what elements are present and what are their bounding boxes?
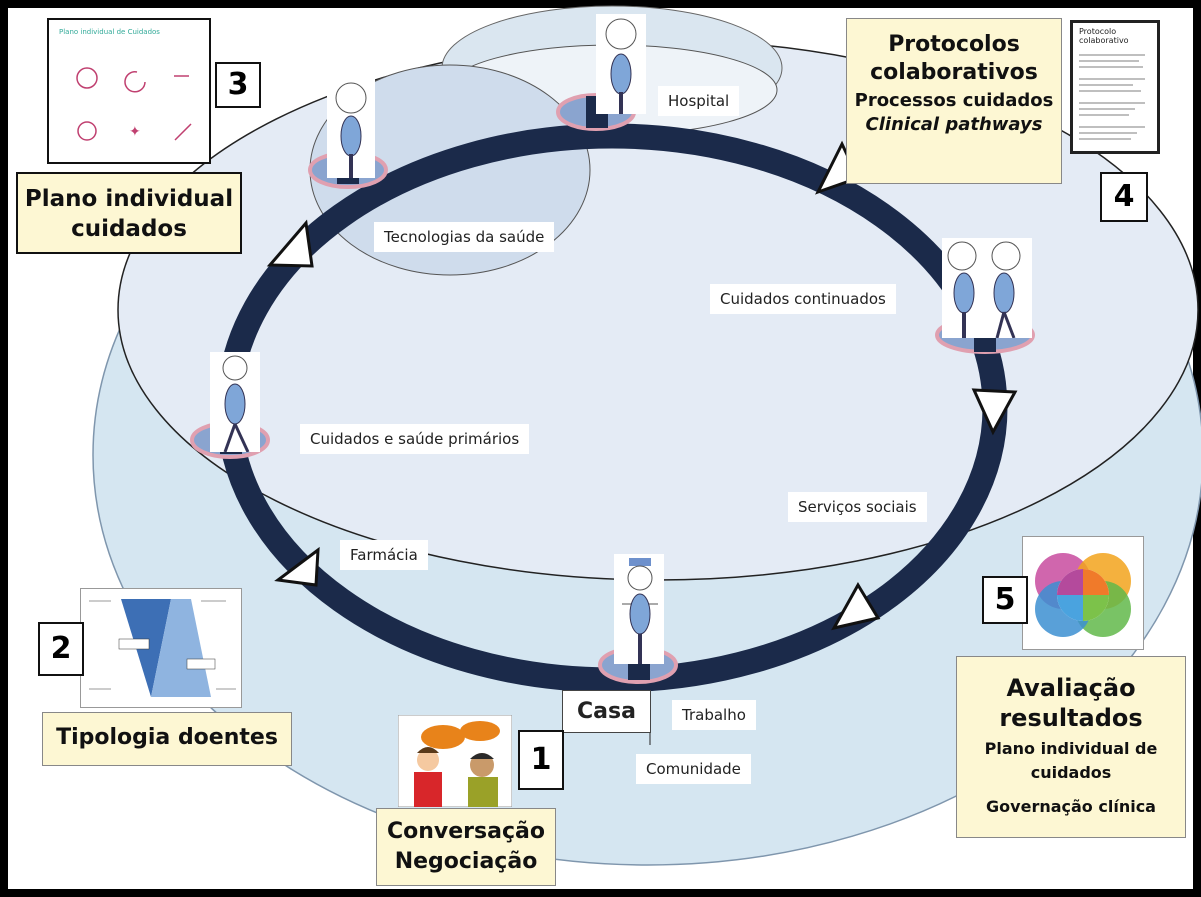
number-box-1: 1: [518, 730, 564, 790]
protocolos-title: Protocolos colaborativos: [870, 32, 1038, 85]
plano-box: Plano individual cuidados: [16, 172, 242, 254]
plano-thumbnail-icons: ✦: [76, 67, 192, 141]
station-label-sociais: Serviços sociais: [788, 492, 927, 522]
figure-tecnologias: [327, 78, 375, 178]
station-label-trabalho: Trabalho: [672, 700, 756, 730]
wheel-thumbnail: [1022, 536, 1144, 650]
protocolos-subtitle: Processos cuidados: [854, 90, 1054, 111]
arrow-triangle: [266, 219, 314, 268]
protocolo-thumbnail-lines: [1079, 54, 1145, 140]
figure-continuados: [942, 238, 1032, 338]
number-box-5: 5: [982, 576, 1028, 624]
tipologia-thumbnail-graphic: [89, 599, 236, 697]
figure-hospital: [596, 14, 646, 114]
wheel-graphic: [1035, 553, 1131, 637]
station-label-comunidade: Comunidade: [636, 754, 751, 784]
station-label-primarios: Cuidados e saúde primários: [300, 424, 530, 454]
protocolo-thumbnail: Protocolo colaborativo: [1070, 20, 1160, 154]
arrow-triangle: [274, 546, 320, 587]
avaliacao-subtitle: Plano individual de cuidados: [984, 739, 1158, 782]
plano-thumbnail: Plano individual de Cuidados ✦: [47, 18, 211, 164]
protocolo-thumbnail-title: Protocolo colaborativo: [1079, 27, 1129, 45]
figure-primarios: [210, 352, 260, 452]
number-box-3: 3: [215, 62, 261, 108]
station-label-casa: Casa: [562, 690, 651, 733]
plano-thumbnail-title: Plano individual de Cuidados: [59, 28, 160, 36]
station-label-continuados: Cuidados continuados: [710, 284, 896, 314]
arrow-triangle: [971, 388, 1018, 436]
protocolos-box: Protocolos colaborativos Processos cuida…: [846, 18, 1062, 184]
figure-casa: [614, 554, 664, 664]
svg-text:✦: ✦: [129, 124, 141, 140]
station-label-hospital: Hospital: [658, 86, 740, 116]
avaliacao-title: Avaliação resultados: [999, 674, 1143, 732]
number-box-2: 2: [38, 622, 84, 676]
station-label-farmacia: Farmácia: [340, 540, 428, 570]
avaliacao-governacao: Governação clínica: [986, 797, 1156, 816]
tipologia-thumbnail: [80, 588, 242, 708]
arrow-triangle: [831, 582, 881, 631]
station-label-tecnologias: Tecnologias da saúde: [374, 222, 555, 252]
conversacao-box: Conversação Negociação: [376, 808, 556, 886]
conversation-image: [398, 715, 512, 807]
number-box-4: 4: [1100, 172, 1148, 222]
tipologia-box: Tipologia doentes: [42, 712, 292, 766]
protocolos-pathways: Clinical pathways: [865, 114, 1043, 135]
avaliacao-box: Avaliação resultados Plano individual de…: [956, 656, 1186, 838]
